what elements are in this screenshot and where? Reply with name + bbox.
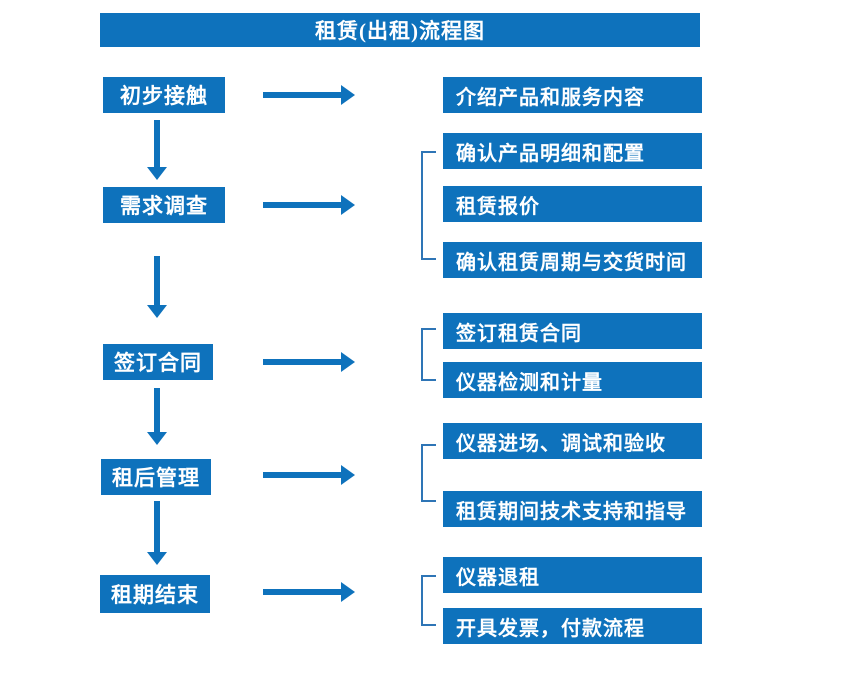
detail-box-introduce-products: 介绍产品和服务内容 (443, 77, 702, 113)
flowchart-title: 租赁(出租)流程图 (315, 19, 485, 43)
detail-box-instrument-setup: 仪器进场、调试和验收 (443, 423, 702, 459)
right-arrow-5-icon (263, 582, 355, 602)
bracket-group-post-rental-icon (421, 444, 436, 502)
detail-box-confirm-product-spec: 确认产品明细和配置 (443, 133, 702, 169)
bracket-group-demand-survey-icon (421, 151, 436, 260)
detail-box-instrument-testing: 仪器检测和计量 (443, 362, 702, 398)
detail-box-instrument-return: 仪器退租 (443, 557, 702, 593)
right-arrow-2-icon (263, 195, 355, 215)
detail-box-tech-support: 租赁期间技术支持和指导 (443, 491, 702, 527)
flowchart-title-bar: 租赁(出租)流程图 (100, 13, 700, 47)
bracket-group-rental-end-icon (421, 575, 436, 626)
step-box-sign-contract: 签订合同 (103, 344, 213, 380)
down-arrow-2-icon (147, 256, 167, 318)
down-arrow-1-icon (147, 120, 167, 180)
down-arrow-4-icon (147, 501, 167, 565)
right-arrow-1-icon (263, 85, 355, 105)
detail-box-invoice-payment: 开具发票，付款流程 (443, 608, 702, 644)
detail-box-confirm-period: 确认租赁周期与交货时间 (443, 242, 702, 278)
detail-box-sign-rental-contract: 签订租赁合同 (443, 313, 702, 349)
step-box-post-rental: 租后管理 (101, 459, 211, 495)
right-arrow-4-icon (263, 465, 355, 485)
down-arrow-3-icon (147, 388, 167, 445)
step-box-initial-contact: 初步接触 (103, 77, 225, 113)
step-box-rental-end: 租期结束 (100, 575, 210, 613)
right-arrow-3-icon (263, 352, 355, 372)
step-box-demand-survey: 需求调查 (103, 187, 225, 223)
detail-box-rental-quote: 租赁报价 (443, 186, 702, 222)
bracket-group-sign-contract-icon (421, 328, 436, 381)
